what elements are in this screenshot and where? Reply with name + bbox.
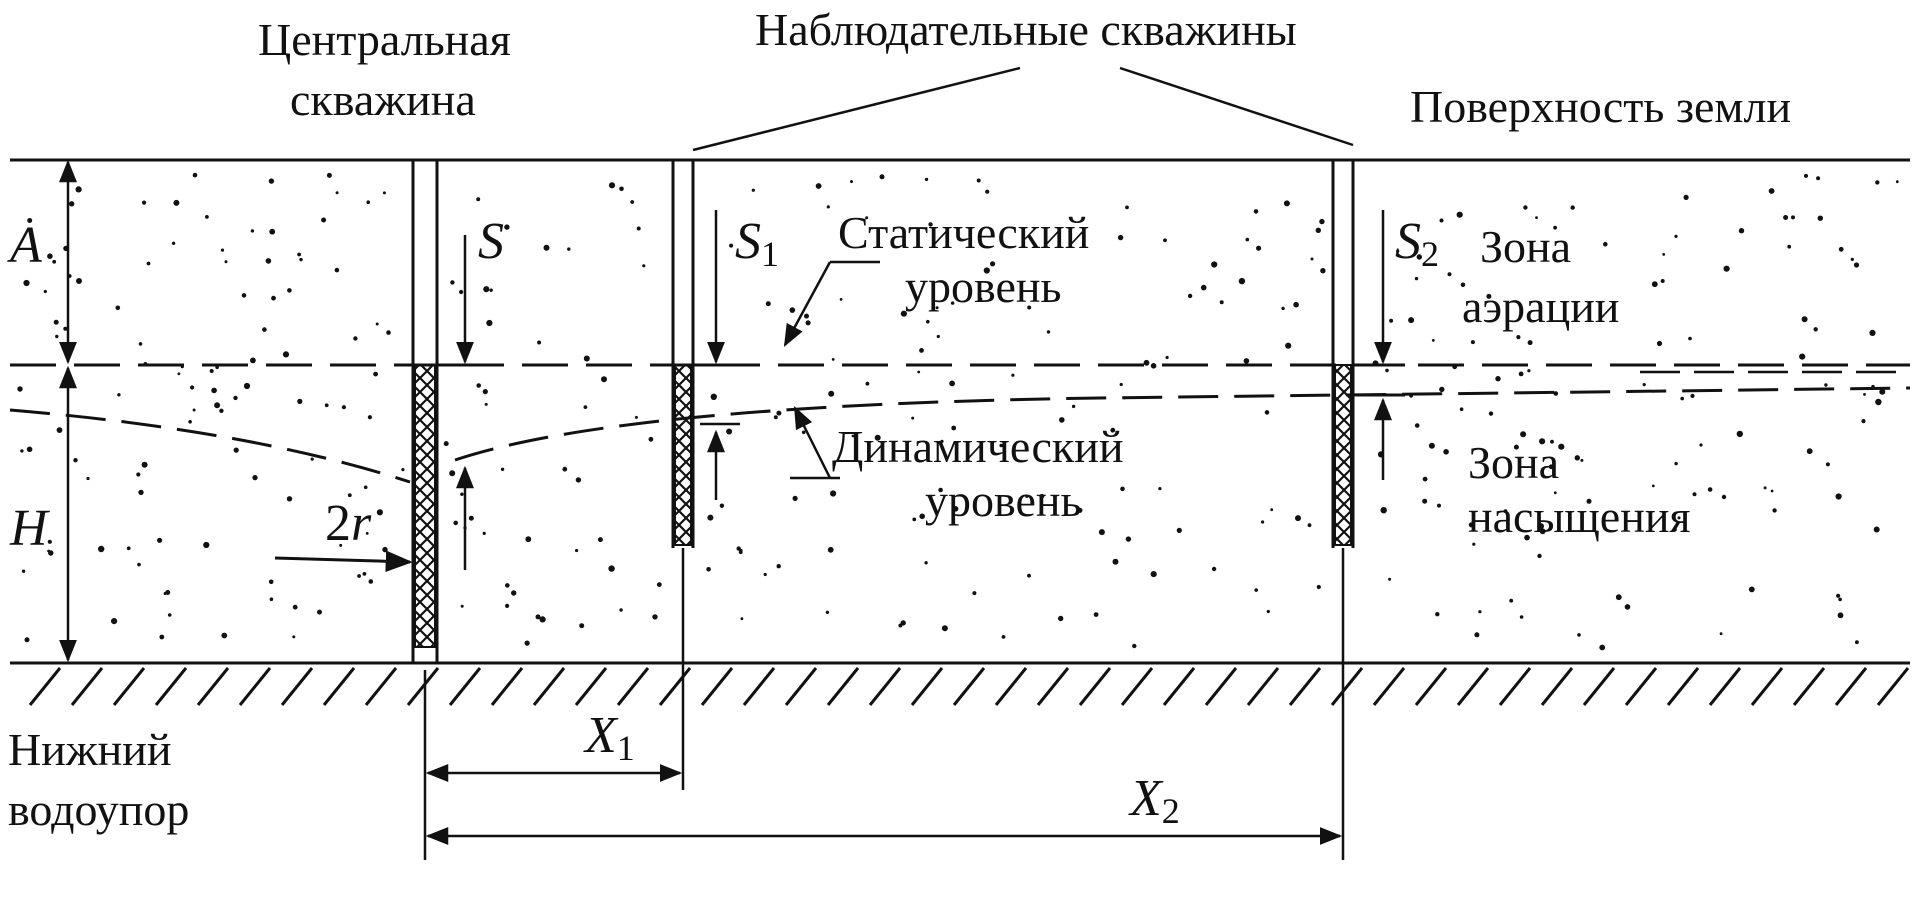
soil-texture <box>17 172 1899 651</box>
symbol-H: H <box>9 500 50 557</box>
aeration-zone-label-line1: Зона <box>1480 221 1571 272</box>
dynamic-level-leader <box>793 405 832 479</box>
aeration-zone-label-line2: аэрации <box>1462 281 1619 332</box>
static-level-label-line2: уровень <box>905 261 1061 312</box>
aquiclude-hatching <box>28 667 1910 706</box>
symbol-X1: X1 <box>583 707 635 768</box>
dynamic-level-label-line2: уровень <box>925 475 1081 526</box>
observation-wells-leader-1 <box>692 66 1021 152</box>
symbol-S1: S1 <box>735 213 779 274</box>
observation-wells-leader-2 <box>1119 66 1354 147</box>
observation-well-1 <box>671 160 695 548</box>
symbol-2r: 2r <box>325 495 372 552</box>
radius-arrow <box>274 550 413 573</box>
saturation-zone-label-line2: насыщения <box>1468 491 1691 542</box>
central-well <box>411 160 439 663</box>
central-well-filter <box>414 364 436 648</box>
dynamic-level-curve-left <box>9 408 411 484</box>
observation-well-1-filter <box>674 364 692 546</box>
aquiclude-label-line2: водоупор <box>8 784 189 835</box>
ground-surface-label: Поверхность земли <box>1410 81 1791 132</box>
observation-well-2-filter <box>1334 364 1352 546</box>
symbol-A: A <box>7 217 42 274</box>
symbol-X2: X2 <box>1128 770 1180 831</box>
dynamic-level-label-line1: Динамический <box>832 421 1123 472</box>
observation-well-2 <box>1331 160 1355 548</box>
central-well-label-line1: Центральная <box>258 14 511 65</box>
static-level-label-line1: Статический <box>838 207 1089 258</box>
aquiclude-label-line1: Нижний <box>8 724 171 775</box>
central-well-label-line2: скважина <box>290 74 476 125</box>
symbol-S: S <box>478 213 504 270</box>
symbol-S2: S2 <box>1395 213 1439 274</box>
observation-wells-label: Наблюдательные скважины <box>755 4 1297 55</box>
saturation-zone-label-line1: Зона <box>1468 437 1559 488</box>
dynamic-level-curve-right <box>454 386 1911 462</box>
static-level-leader <box>783 261 832 347</box>
